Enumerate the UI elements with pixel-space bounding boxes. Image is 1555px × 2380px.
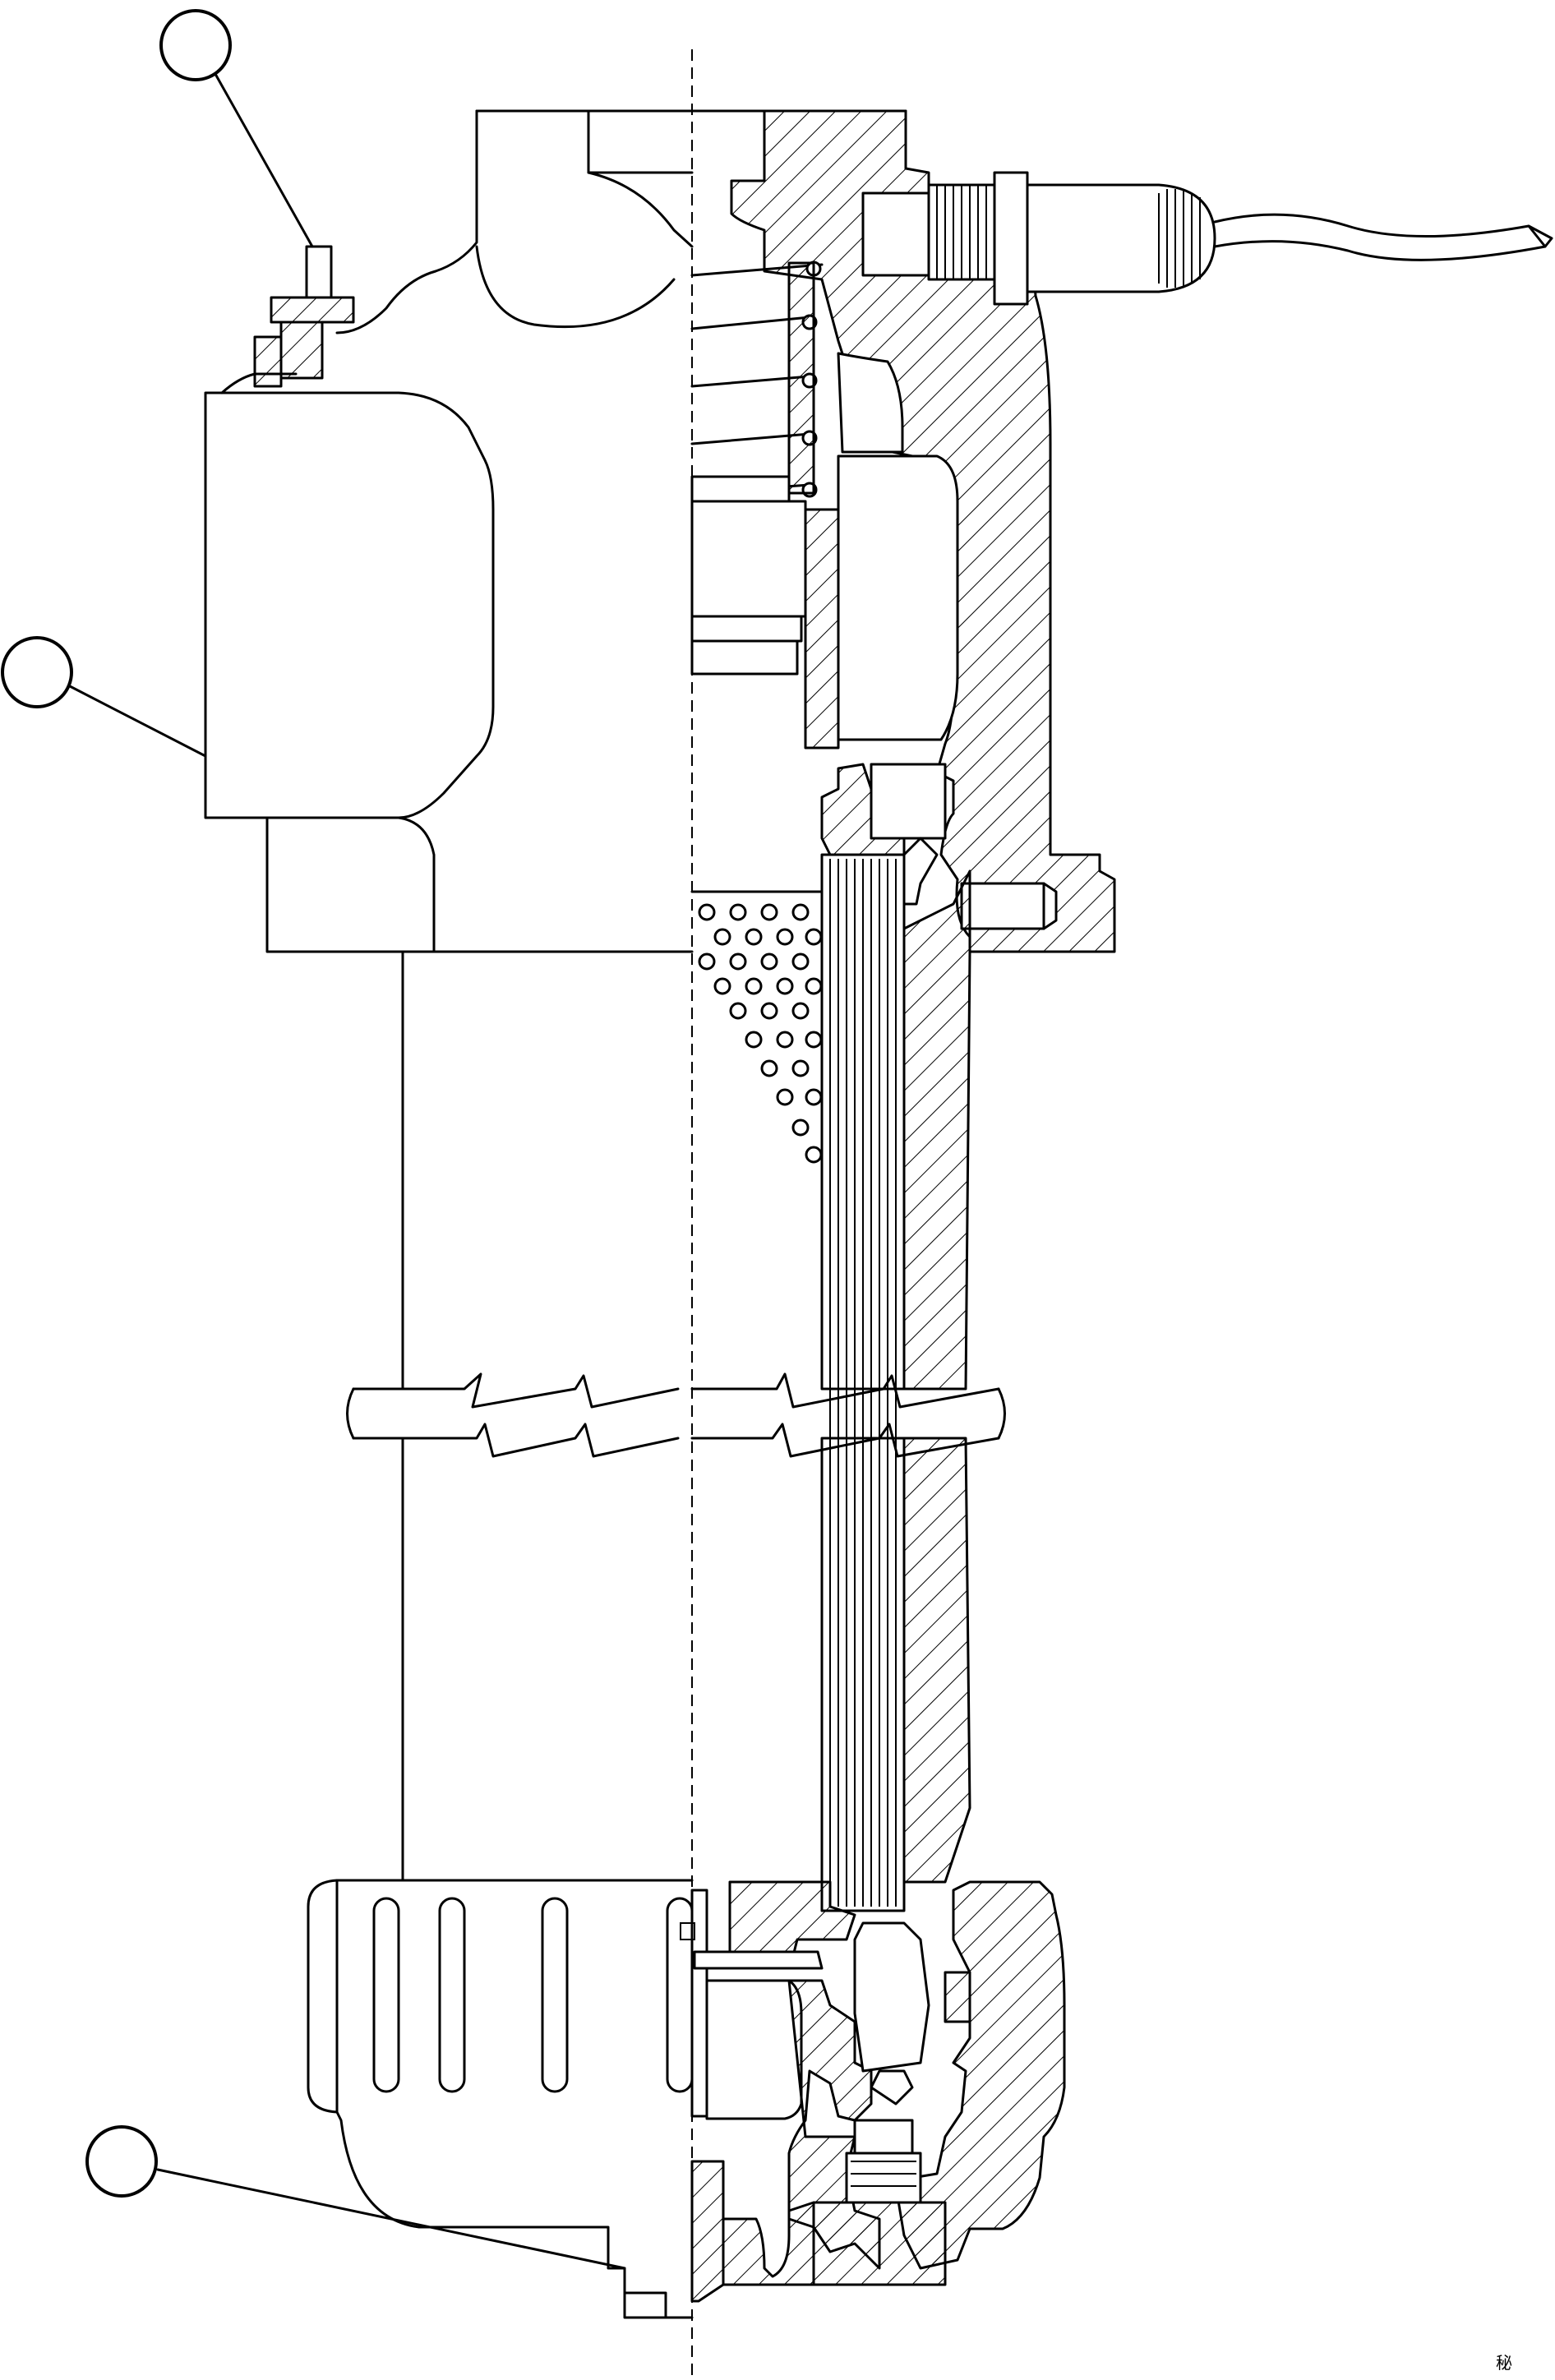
bypass-spring [690,261,824,498]
callout-2-bubble [1,636,73,708]
drawing-code: 秘 [1496,2354,1512,2373]
bottom-bowl-left [307,1879,694,2319]
plug-threads [851,2161,916,2187]
bypass-valve [690,475,840,750]
head-section-right [730,109,1553,953]
core-perforations [698,903,823,1164]
callout-3-bubble [85,2125,158,2198]
callout-3 [85,2125,626,2270]
callout-2 [1,636,207,758]
connector-grip [1158,189,1201,288]
callout-1 [159,9,314,248]
vent-plug [253,245,355,388]
element-pleats [829,859,897,1907]
housing-tube-left [346,950,680,1882]
callout-1-bubble [159,9,232,81]
filter-element-section [690,853,1006,1912]
sensor-threads [936,185,987,279]
bottom-section-right [680,1880,1066,2303]
